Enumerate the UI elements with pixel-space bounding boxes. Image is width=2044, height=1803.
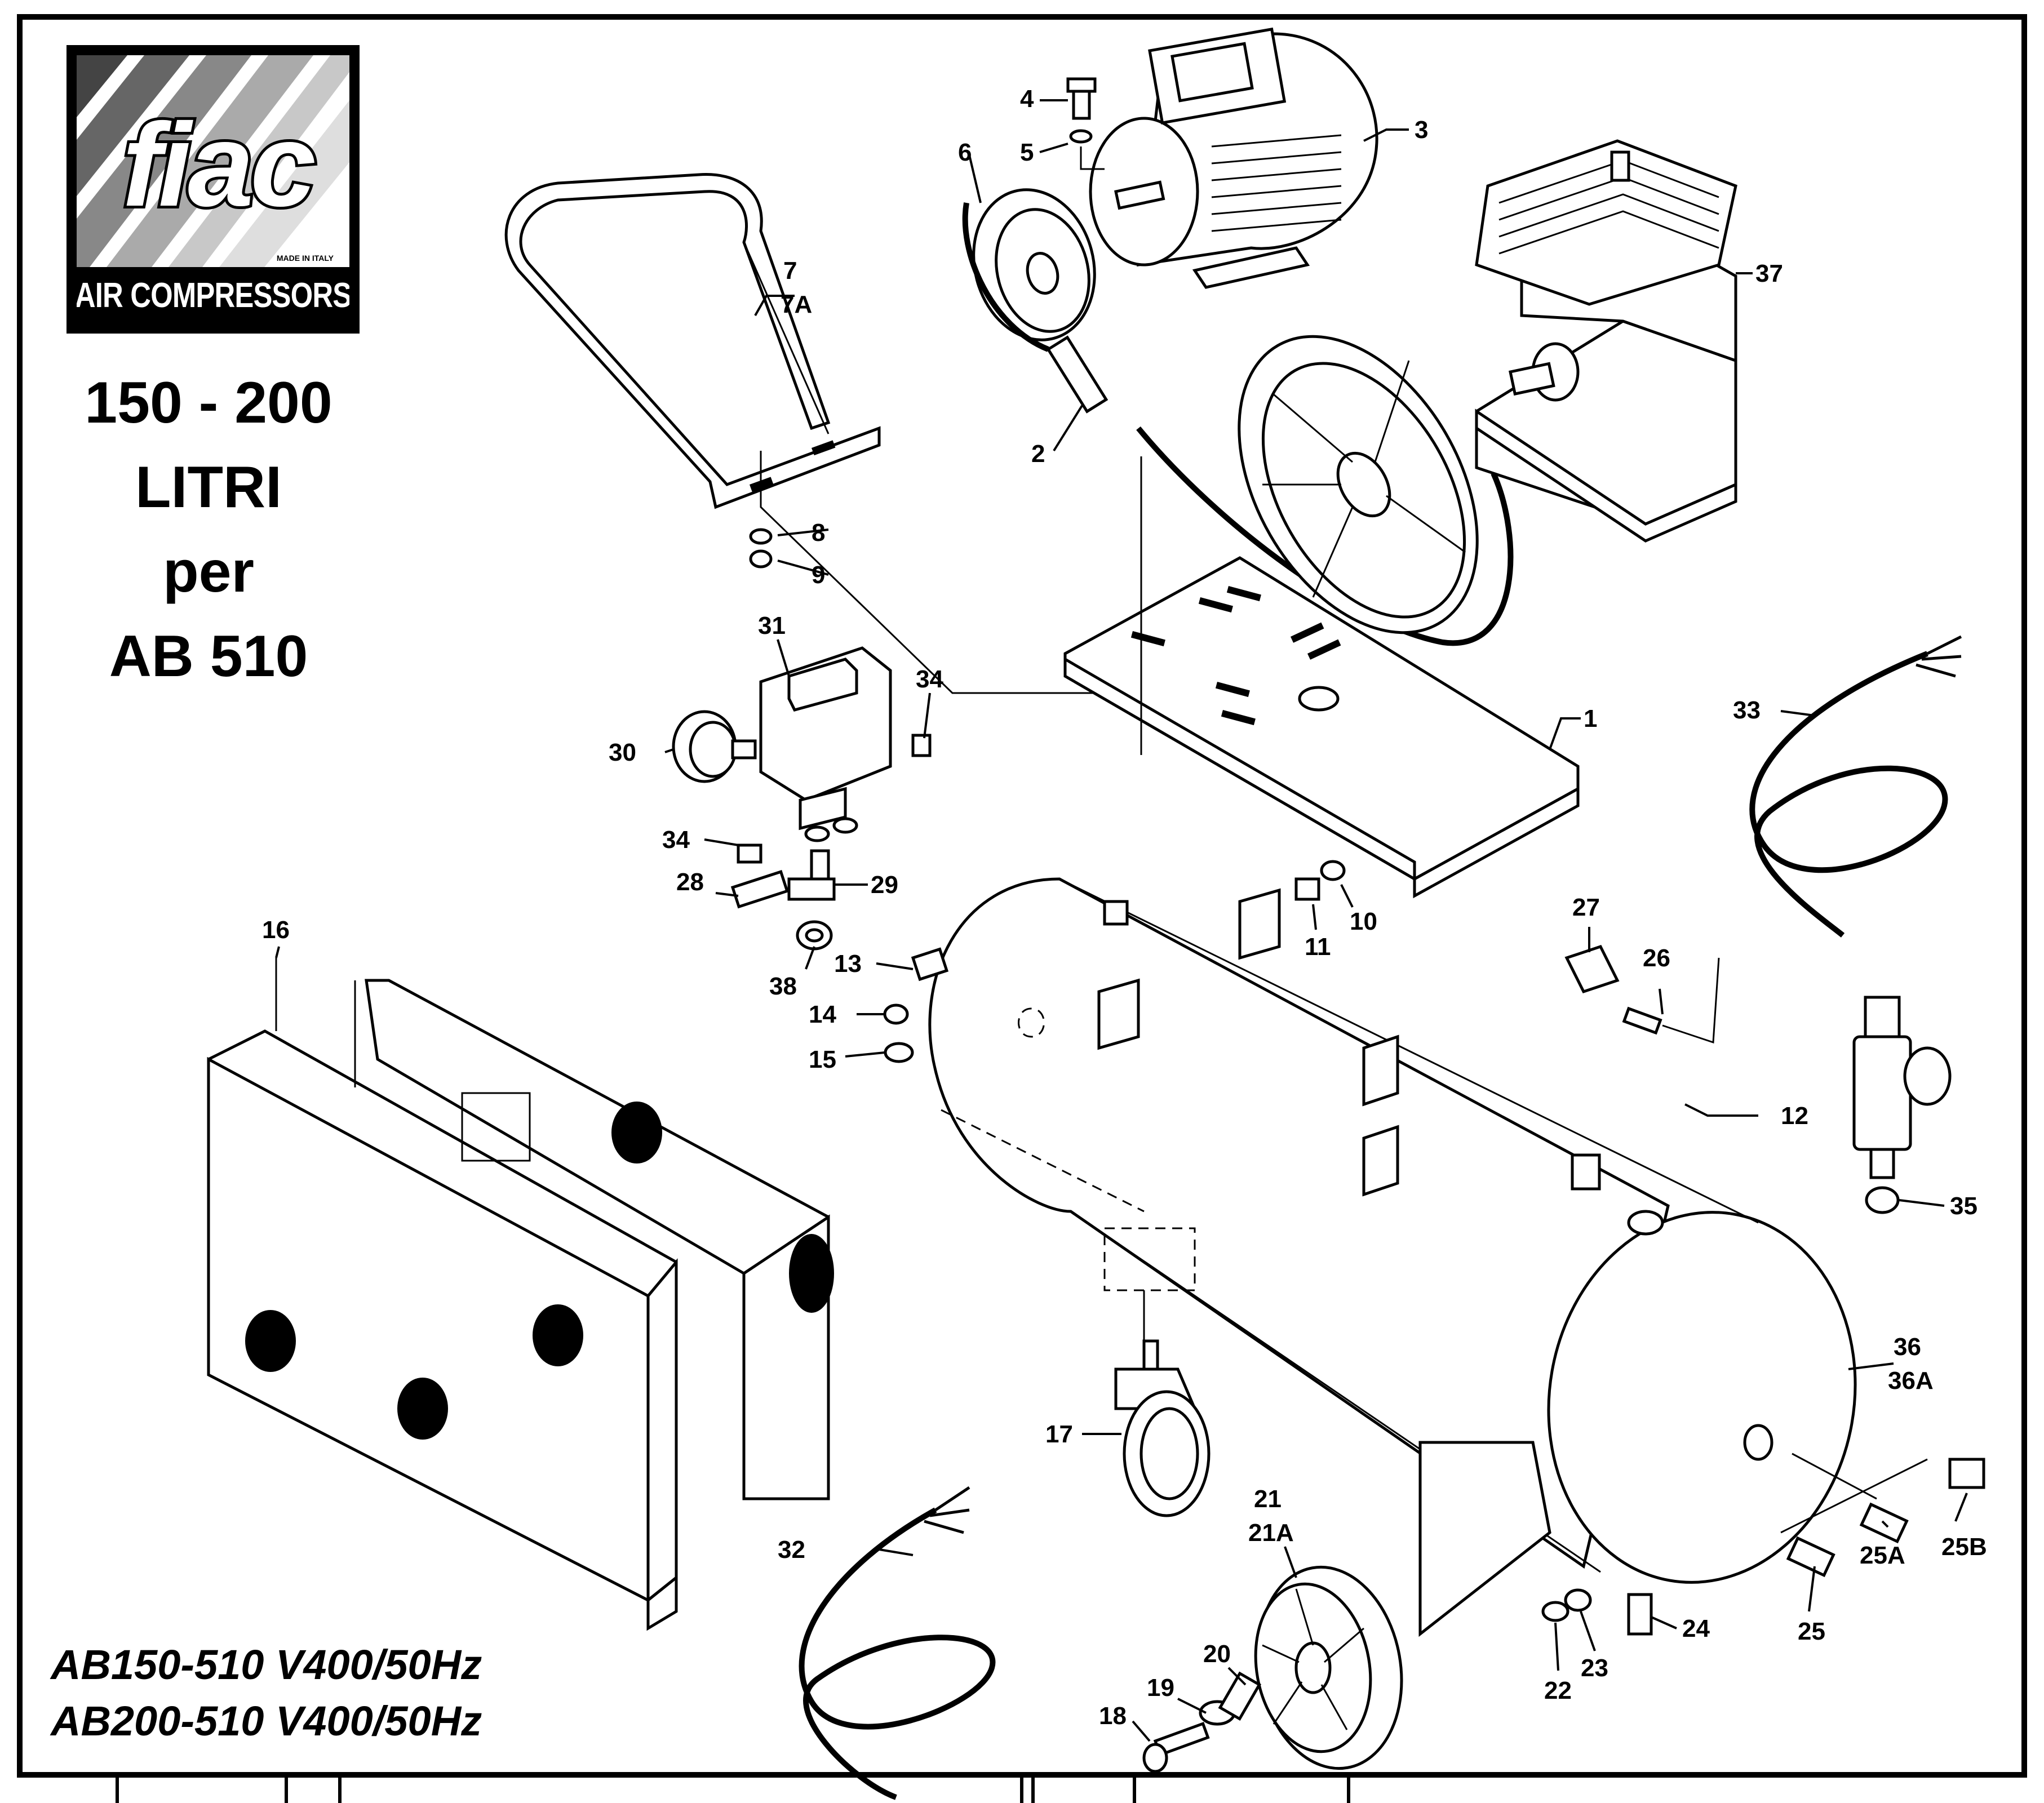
pressure-switch xyxy=(759,646,932,842)
callout-27: 27 xyxy=(1572,894,1600,921)
callout-36a: 36A xyxy=(1888,1367,1934,1395)
callout-11: 11 xyxy=(1305,933,1331,961)
valve-26-27 xyxy=(1564,944,1720,1044)
bolt-washer-4-5 xyxy=(1066,77,1105,170)
callout-29: 29 xyxy=(871,871,898,899)
callout-7: 7 xyxy=(783,257,797,285)
pressure-gauge xyxy=(672,710,757,783)
callout-15: 15 xyxy=(809,1046,836,1073)
callout-13: 13 xyxy=(834,950,862,978)
callout-24: 24 xyxy=(1682,1615,1710,1642)
capacity-unit: LITRI xyxy=(135,455,282,520)
callout-12: 12 xyxy=(1781,1102,1808,1130)
callout-16: 16 xyxy=(262,916,290,944)
callout-18: 18 xyxy=(1099,1702,1127,1730)
callout-1: 1 xyxy=(1584,705,1597,732)
capacity-model: AB 510 xyxy=(109,624,308,689)
base-plate xyxy=(1063,556,1580,899)
callout-38: 38 xyxy=(769,972,797,1000)
callout-10: 10 xyxy=(1350,908,1377,935)
callout-14: 14 xyxy=(809,1001,836,1028)
capacity-per: per xyxy=(163,539,254,605)
belt-guard-panels xyxy=(207,958,834,1631)
callout-4: 4 xyxy=(1020,85,1034,113)
callout-25: 25 xyxy=(1798,1618,1825,1645)
callout-25a: 25A xyxy=(1860,1542,1905,1569)
callout-3: 3 xyxy=(1415,116,1428,144)
callout-21: 21 xyxy=(1254,1485,1282,1513)
callout-20: 20 xyxy=(1203,1640,1231,1668)
main-wheel xyxy=(1254,1565,1403,1770)
callout-8: 8 xyxy=(812,519,825,547)
callout-35: 35 xyxy=(1950,1192,1978,1220)
logo-band: AIR COMPRESSORS xyxy=(77,267,349,323)
caster-wheel xyxy=(1114,1339,1211,1517)
callout-2: 2 xyxy=(1031,440,1045,468)
logo-tagline: AIR COMPRESSORS xyxy=(77,276,349,315)
motor-pulley xyxy=(962,188,1096,352)
callout-34-right: 34 xyxy=(916,665,943,693)
washer-nut-8-9 xyxy=(749,528,773,569)
callout-labels: 1 2 3 4 5 6 7 7A 8 9 10 11 12 13 14 15 1… xyxy=(262,85,1987,1730)
callout-34-left: 34 xyxy=(662,826,690,854)
callout-28: 28 xyxy=(676,868,704,896)
callout-21a: 21A xyxy=(1248,1519,1294,1547)
air-receiver-tank xyxy=(928,877,1857,1584)
bolts-10-15 xyxy=(883,860,1346,1063)
logo-made-in: MADE IN ITALY xyxy=(276,254,334,263)
fiac-logo: fiac MADE IN ITALY AIR COMPRESSORS xyxy=(66,45,360,334)
callout-30: 30 xyxy=(609,739,636,766)
valve-12 xyxy=(1852,996,1952,1214)
drive-belt xyxy=(1046,335,1514,755)
callout-22: 22 xyxy=(1544,1677,1572,1704)
callout-36: 36 xyxy=(1894,1333,1921,1361)
callout-9: 9 xyxy=(812,561,825,589)
model-ab200: AB200-510 V400/50Hz xyxy=(51,1698,482,1744)
callout-5: 5 xyxy=(1020,139,1034,166)
callout-26: 26 xyxy=(1643,944,1670,972)
compressor-flywheel xyxy=(1238,335,1479,634)
callout-33: 33 xyxy=(1733,696,1761,724)
power-cable-32 xyxy=(799,1486,996,1800)
capacity-range: 150 - 200 xyxy=(85,370,332,436)
callout-17: 17 xyxy=(1045,1420,1073,1448)
model-ab150: AB150-510 V400/50Hz xyxy=(51,1641,482,1688)
page-frame xyxy=(17,14,2027,1778)
power-cable-33 xyxy=(1749,635,1962,938)
callout-32: 32 xyxy=(778,1536,805,1564)
tank-fittings-22-25b xyxy=(1541,1453,1985,1636)
axle-parts-18-19-20 xyxy=(1142,1671,1262,1773)
callout-6: 6 xyxy=(958,139,972,166)
callout-23: 23 xyxy=(1581,1654,1608,1682)
model-list: AB150-510 V400/50Hz AB200-510 V400/50Hz xyxy=(51,1637,482,1749)
compressor-pump xyxy=(1475,139,1737,543)
tank-feet-brackets xyxy=(1097,888,1551,1637)
handle-part xyxy=(504,173,1133,694)
fittings-28-29-34-38 xyxy=(730,843,836,951)
logo-stripes xyxy=(77,55,349,269)
capacity-block: 150 - 200 LITRI per AB 510 xyxy=(45,361,372,699)
callout-31: 31 xyxy=(758,612,786,640)
logo-wordmark: fiac xyxy=(119,99,319,231)
leader-lines xyxy=(275,99,1968,1742)
callout-25b: 25B xyxy=(1941,1533,1987,1561)
callout-7a: 7A xyxy=(781,291,812,318)
callout-37: 37 xyxy=(1755,260,1783,287)
callout-19: 19 xyxy=(1147,1674,1174,1702)
electric-motor xyxy=(1089,27,1378,289)
title-block-strip xyxy=(17,1778,2027,1803)
